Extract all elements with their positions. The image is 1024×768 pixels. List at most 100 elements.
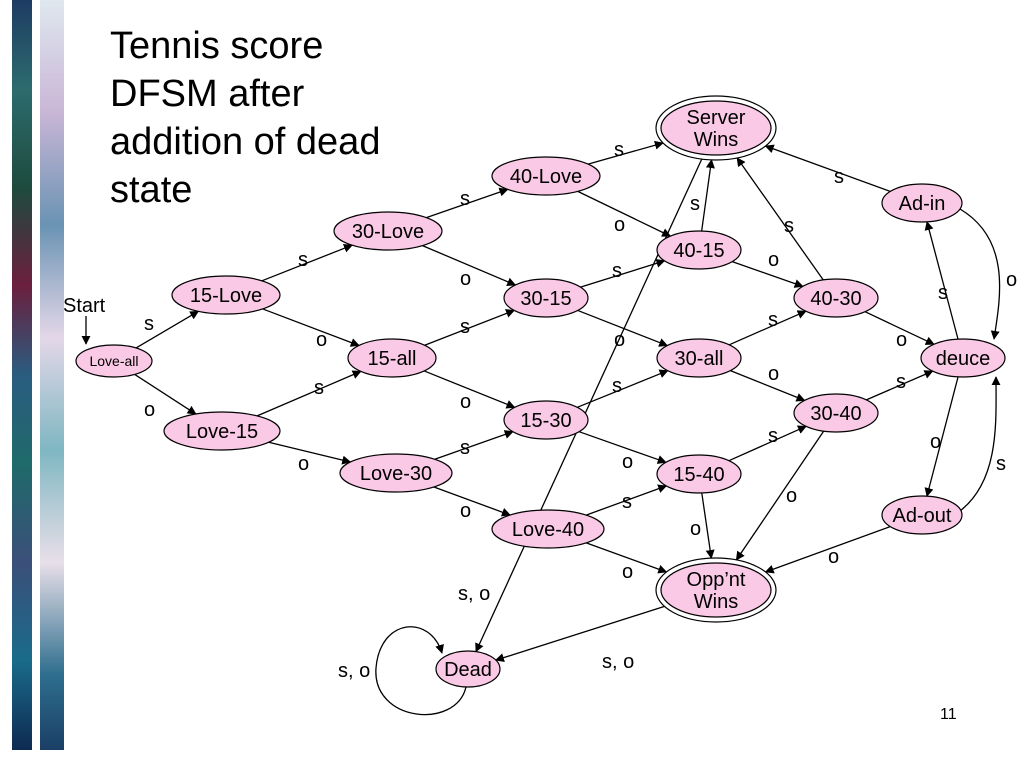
transition-arrow-30-40-to-oppnt-wins — [735, 430, 825, 561]
transition-label: o — [786, 485, 797, 507]
state-label: Dead — [444, 659, 492, 681]
transition-arrow-40-15-to-server-wins — [700, 159, 715, 232]
transition-label: s — [144, 313, 154, 335]
transition-label: o — [460, 391, 471, 413]
decorative-strip-right — [40, 0, 64, 750]
title-line: state — [110, 169, 193, 211]
transition-label: s — [612, 260, 622, 282]
transition-label: o — [768, 249, 779, 271]
transition-label: s, o — [458, 583, 490, 605]
transition-arrow-deuce-to-ad-out — [924, 376, 959, 498]
transition-arrow-love-15-to-15-all — [256, 370, 362, 417]
transition-arrow-30-40-to-deuce — [866, 370, 934, 401]
state-label: 40-15 — [673, 240, 724, 262]
transition-label: s — [614, 139, 624, 161]
transition-label: o — [1006, 269, 1017, 291]
state-40-love: 40-Love — [491, 156, 601, 196]
state-node — [793, 278, 879, 318]
transition-arrow-15-40-to-30-40 — [728, 425, 807, 462]
state-label: Wins — [694, 129, 738, 151]
transition-arrow-oppnt-wins-to-dead — [494, 605, 665, 662]
state-node — [656, 230, 742, 270]
state-label: Love-40 — [512, 519, 584, 541]
transition-label: o — [460, 500, 471, 522]
transition-arrow-15-40-to-oppnt-wins — [701, 492, 715, 559]
transition-label: s — [996, 453, 1006, 475]
transition-label: s — [690, 193, 700, 215]
state-node — [881, 183, 963, 223]
state-love-40: Love-40 — [491, 509, 605, 549]
transition-label: o — [316, 329, 327, 351]
transition-label: o — [614, 214, 625, 236]
state-label: Love-all — [89, 353, 138, 369]
transition-arrow-30-love-to-40-love — [426, 187, 509, 219]
transition-label: s — [314, 377, 324, 399]
state-label: 40-Love — [510, 166, 582, 188]
transition-label: s — [938, 282, 948, 304]
state-node — [491, 509, 605, 549]
transition-arrow-love-40-to-15-40 — [585, 484, 668, 516]
transition-arrow-15-all-to-30-15 — [424, 309, 516, 346]
title-line: Tennis score — [110, 25, 324, 67]
state-node — [881, 495, 963, 535]
state-label: Wins — [694, 591, 738, 613]
transition-label: o — [622, 561, 633, 583]
transition-arrow-love-40-to-oppnt-wins — [586, 542, 668, 574]
transition-arrow-30-all-to-40-30 — [728, 310, 807, 346]
state-node — [503, 278, 589, 318]
state-node — [333, 211, 443, 251]
state-node — [491, 156, 601, 196]
decorative-strip-left — [12, 0, 32, 750]
state-node — [339, 453, 453, 493]
transition-arrow-ad-out-to-oppnt-wins — [764, 525, 891, 574]
transition-label: s — [460, 437, 470, 459]
transition-arrow-40-love-to-40-15 — [577, 190, 672, 237]
state-love-15: Love-15 — [163, 411, 281, 451]
transition-arrow-love-30-to-love-40 — [433, 486, 511, 517]
transitions-layer — [134, 140, 1001, 716]
state-node — [920, 338, 1006, 378]
transition-arrow-40-love-to-server-wins — [587, 140, 664, 165]
state-node — [660, 100, 772, 156]
transition-label: s — [612, 375, 622, 397]
state-label: Server — [687, 107, 746, 129]
transition-label: s — [834, 166, 844, 188]
transition-arrow-15-30-to-15-40 — [578, 431, 667, 464]
state-40-30: 40-30 — [793, 278, 879, 318]
state-label: 30-40 — [810, 403, 861, 425]
transition-label: s — [784, 215, 794, 237]
state-40-15: 40-15 — [656, 230, 742, 270]
transition-label: o — [768, 363, 779, 385]
state-node — [171, 275, 281, 315]
state-label: Ad-out — [893, 505, 952, 527]
transition-arrow-30-all-to-30-40 — [730, 370, 806, 402]
state-label: 15-Love — [190, 285, 262, 307]
transition-arrow-40-30-to-deuce — [864, 311, 935, 345]
state-node — [435, 650, 501, 688]
state-15-30: 15-30 — [503, 400, 589, 440]
transition-arrow-love-all-to-15-love — [135, 310, 200, 349]
transition-label: s, o — [338, 660, 370, 682]
state-30-love: 30-Love — [333, 211, 443, 251]
slide-title: Tennis score DFSM after addition of dead… — [110, 22, 440, 214]
state-ad-out: Ad-out — [881, 495, 963, 535]
state-node — [793, 393, 879, 433]
state-label: Opp’nt — [687, 569, 746, 591]
state-node — [75, 344, 153, 378]
state-love-all: Love-all — [75, 344, 153, 378]
title-line: addition of dead — [110, 121, 381, 163]
transition-arrow-40-30-to-server-wins — [736, 157, 824, 281]
transition-label: s — [768, 425, 778, 447]
transition-arrow-deuce-to-ad-in — [924, 220, 959, 340]
transition-arrow-dead-to-dead — [375, 626, 467, 716]
state-30-40: 30-40 — [793, 393, 879, 433]
transition-label: o — [298, 453, 309, 475]
state-label: 15-all — [368, 348, 417, 370]
transition-label: o — [614, 329, 625, 351]
